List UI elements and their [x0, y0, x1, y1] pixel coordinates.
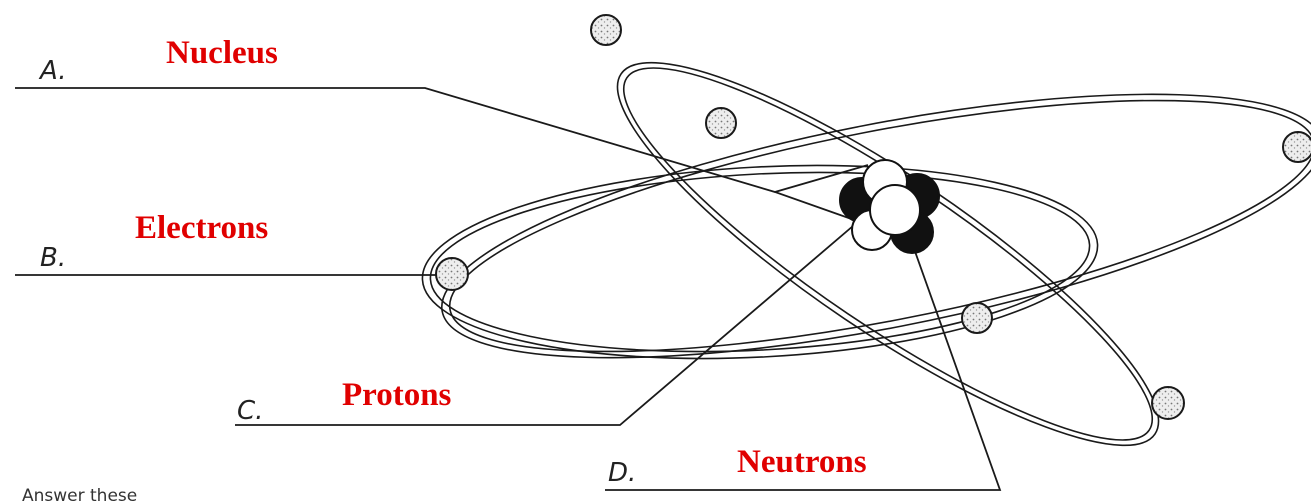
- orbit-tilted-steep: [616, 61, 1160, 447]
- leader-line-d: [605, 242, 1002, 491]
- electron: [590, 14, 622, 46]
- answer-protons: Protons: [342, 377, 452, 413]
- leader-line-a: [15, 87, 776, 193]
- label-letter-c: C.: [237, 396, 264, 426]
- leader-line-c: [235, 219, 861, 426]
- label-letter-b: B.: [40, 243, 67, 273]
- answer-nucleus: Nucleus: [166, 35, 278, 71]
- electron: [1282, 131, 1311, 163]
- answer-electrons: Electrons: [135, 210, 269, 246]
- nucleus-bracket: [772, 164, 869, 223]
- footer-instruction: Answer these: [22, 486, 138, 501]
- nucleus: [839, 159, 940, 254]
- label-letter-a: A.: [40, 56, 67, 86]
- orbit-wide-horizontal: [421, 164, 1099, 360]
- electron: [961, 302, 993, 334]
- electron: [435, 257, 469, 291]
- electron: [1151, 386, 1185, 420]
- electron: [705, 107, 737, 139]
- leader-lines: [15, 87, 1002, 491]
- answer-neutrons: Neutrons: [737, 444, 867, 480]
- orbit-tilted-shallow: [441, 93, 1311, 359]
- label-letter-d: D.: [608, 458, 637, 488]
- electrons: [435, 14, 1311, 420]
- proton-particle: [869, 184, 921, 236]
